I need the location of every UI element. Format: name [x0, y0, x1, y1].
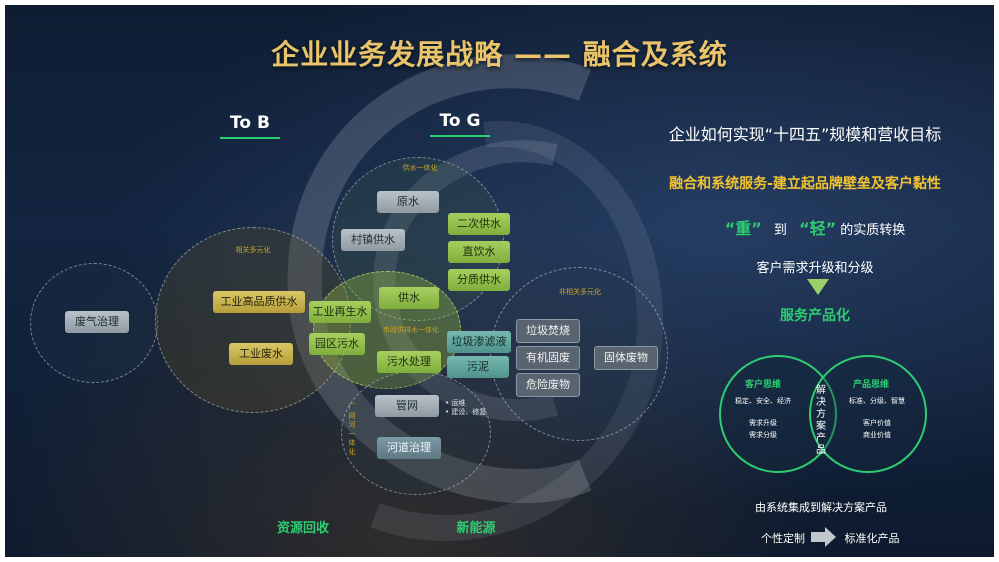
fusion-text: 融合和系统服务-建立起品牌壁垒及客户黏性 — [669, 176, 941, 192]
venn-customer-line3: 需求分级 — [749, 431, 777, 439]
venn-customer-line2: 需求升级 — [749, 419, 777, 427]
venn-product-head: 产品思维 — [852, 380, 889, 390]
to-word: 到 — [773, 223, 787, 238]
circle-related-label: 相关多元化 — [235, 246, 271, 254]
venn-customer-head: 客户思维 — [744, 380, 781, 390]
transform-word: 的实质转换 — [840, 223, 906, 238]
box-solid-waste: 固体废物 — [594, 346, 658, 370]
box-drinking-water: 直饮水 — [448, 241, 510, 263]
circle-pipe-river — [341, 371, 491, 495]
box-sewage-treatment: 污水处理 — [377, 351, 441, 373]
pipe-note-2: • 建设、修复 — [445, 408, 487, 416]
venn-product-line1: 标准、分级、智慧 — [849, 397, 905, 405]
upgrade-text: 客户需求升级和分级 — [756, 261, 874, 276]
light-word: “轻” — [799, 219, 837, 238]
circle-water-supply-label: 供水一体化 — [402, 164, 438, 172]
label-resource-recovery: 资源回收 — [276, 521, 329, 536]
circle-municipal-label: 市政供排水一体化 — [383, 326, 439, 334]
box-pipe-network: 管网 — [375, 395, 439, 417]
goal-text: 企业如何实现“十四五”规模和营收目标 — [668, 125, 942, 144]
venn-center: 解决方案产品 — [816, 385, 826, 456]
box-industrial-reclaimed: 工业再生水 — [309, 301, 371, 323]
standard-text: 标准化产品 — [844, 532, 900, 545]
heavy-word: “重” — [724, 219, 762, 238]
pipe-notes: • 运维 • 建设、修复 — [445, 399, 486, 417]
down-arrow-icon — [807, 279, 829, 295]
venn-product-line3: 商业价值 — [863, 431, 891, 439]
tab-to-b-underline — [220, 137, 280, 139]
right-arrow-icon — [811, 527, 836, 547]
venn-product-line2: 客户价值 — [863, 419, 891, 427]
box-secondary-water: 二次供水 — [448, 213, 510, 235]
box-water-supply: 供水 — [379, 287, 439, 309]
box-village-water: 村镇供水 — [341, 229, 405, 251]
circle-unrelated-label: 非相关多元化 — [559, 288, 601, 296]
pipe-note-1: • 运维 — [445, 399, 466, 407]
service-text: 服务产品化 — [780, 308, 850, 324]
circle-pipe-river-label: 厂网河一体化 — [348, 403, 356, 456]
tab-to-g-underline — [430, 135, 490, 137]
tab-to-g: To G — [439, 111, 481, 131]
tab-to-b: To B — [230, 113, 270, 133]
page-title: 企业业务发展战略 —— 融合及系统 — [271, 38, 728, 71]
box-waste-gas: 废气治理 — [65, 311, 129, 333]
box-industrial-wastewater: 工业废水 — [229, 343, 293, 365]
custom-text: 个性定制 — [761, 532, 805, 545]
label-new-energy: 新能源 — [456, 521, 496, 536]
venn-customer-line1: 稳定、安全、经济 — [735, 397, 791, 405]
heavy-light-text: “重” 到 “轻” 的实质转换 — [705, 215, 925, 239]
box-industrial-water: 工业高品质供水 — [213, 291, 305, 313]
box-leachate: 垃圾渗滤液 — [447, 331, 511, 353]
integrate-text: 由系统集成到解决方案产品 — [755, 501, 887, 514]
box-sludge: 污泥 — [447, 356, 509, 378]
box-graded-water: 分质供水 — [448, 269, 510, 291]
box-raw-water: 原水 — [377, 191, 439, 213]
box-park-sewage: 园区污水 — [309, 333, 365, 355]
box-incineration: 垃圾焚烧 — [516, 319, 580, 343]
slide: 企业业务发展战略 —— 融合及系统 To B To G 相关多元化 供水一体化 … — [5, 5, 994, 557]
venn-product-circle — [809, 355, 927, 473]
box-organic-waste: 有机固废 — [516, 346, 580, 370]
box-river-treatment: 河道治理 — [377, 437, 441, 459]
box-hazardous-waste: 危险废物 — [516, 373, 580, 397]
